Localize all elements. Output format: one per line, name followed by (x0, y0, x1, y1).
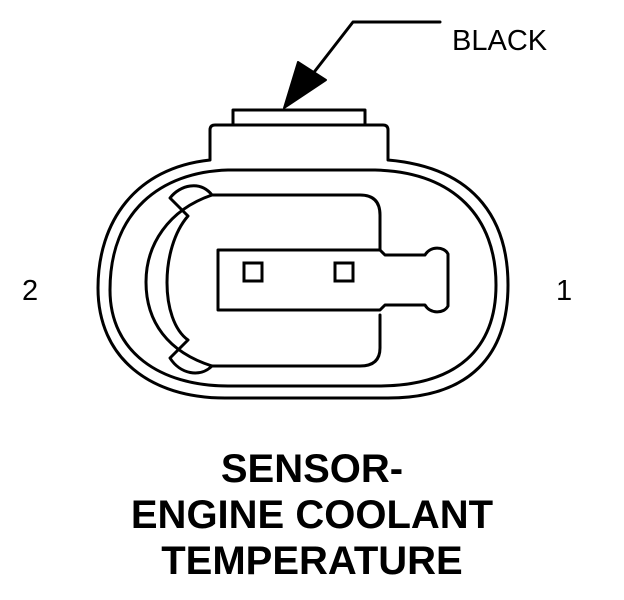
caption-line-3: TEMPERATURE (161, 539, 463, 583)
terminal-contact-1 (333, 261, 355, 283)
connector-diagram (96, 20, 510, 400)
terminal-cavity (165, 184, 382, 375)
caption-line-1: SENSOR- (220, 447, 404, 491)
connector-outer-housing (96, 123, 510, 400)
leader-line (306, 20, 442, 82)
cavity-outline (144, 193, 214, 368)
pin-2-label: 2 (22, 275, 39, 307)
pointer-arrowhead (283, 61, 327, 109)
diagram-caption: SENSOR- ENGINE COOLANT TEMPERATURE (0, 446, 624, 584)
caption-line-2: ENGINE COOLANT (130, 493, 494, 537)
blade-terminal (216, 246, 450, 314)
wire-color-label: BLACK (452, 25, 548, 57)
pin-1-label: 1 (556, 275, 573, 307)
terminal-contact-2 (242, 261, 264, 283)
locking-tab (231, 108, 367, 127)
connector-inner-wall (108, 168, 498, 388)
